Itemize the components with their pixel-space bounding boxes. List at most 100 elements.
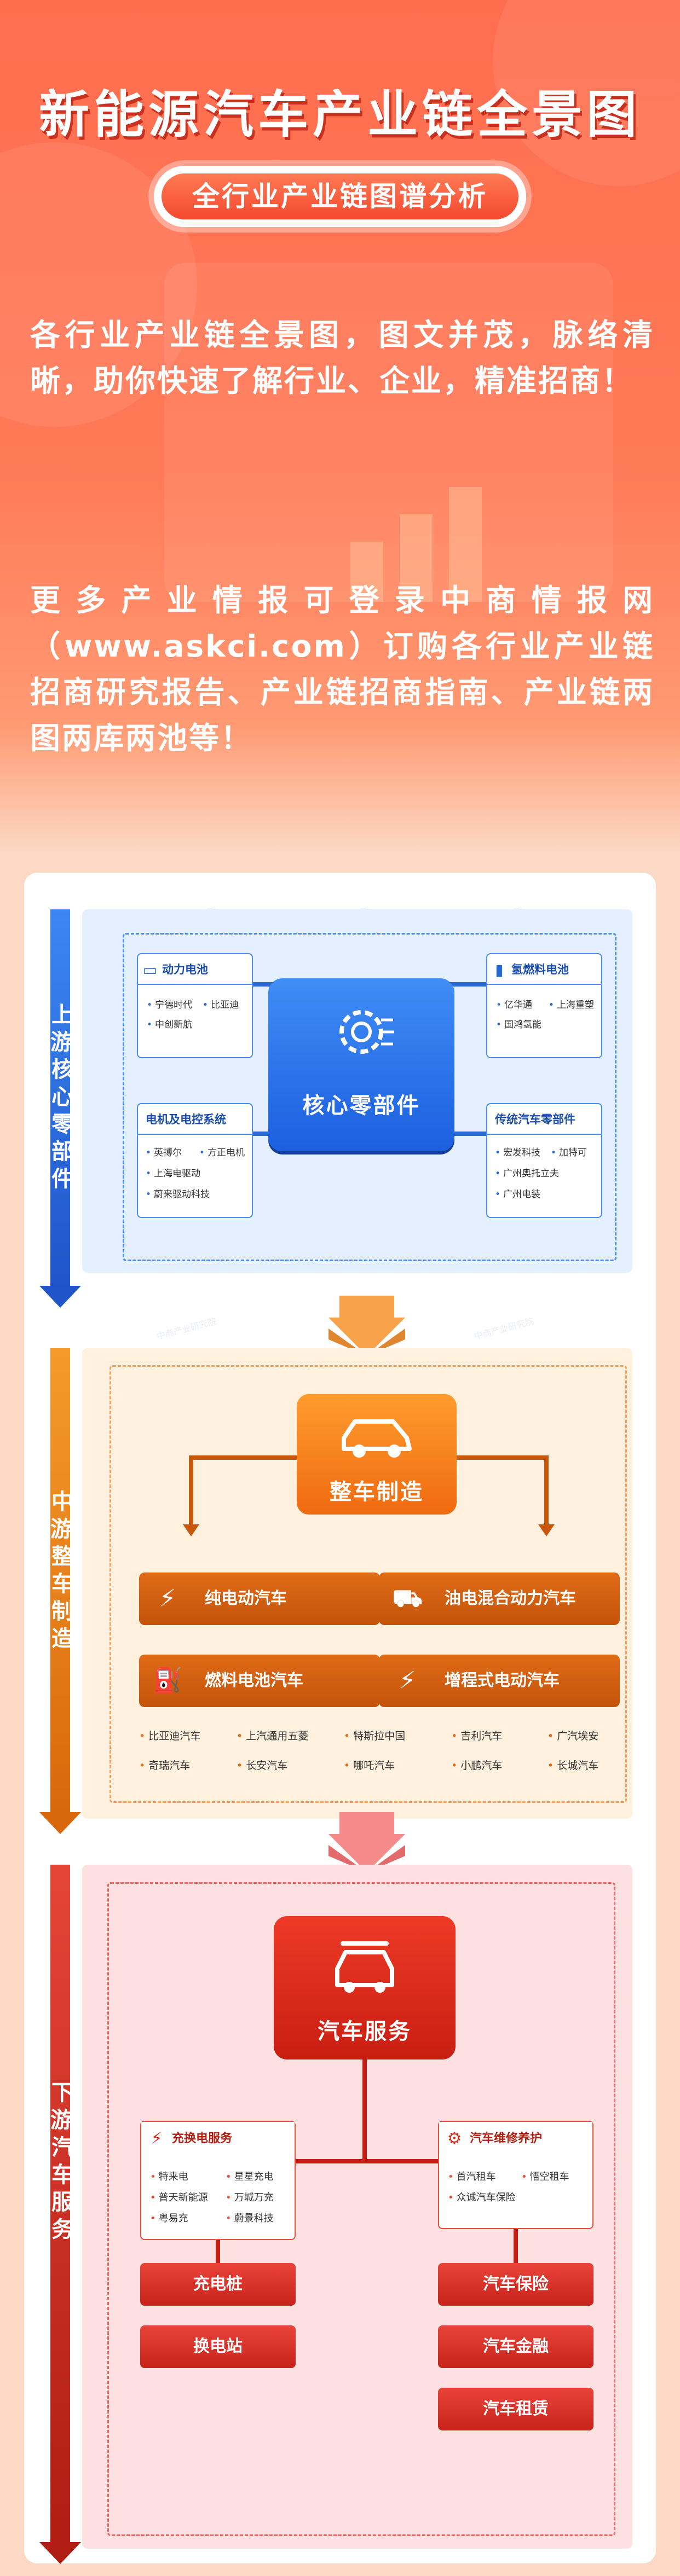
company-item: 小鹏汽车 — [451, 1757, 502, 1772]
fuel-cell-title: 氢燃料电池 — [511, 963, 569, 976]
auto-insurance-button: 汽车保险 — [438, 2263, 593, 2306]
fuel-cell-box: ▮ 氢燃料电池 亿华通 上海重塑 国鸿氢能 — [486, 953, 602, 1058]
fuel-cell-category: ⛽燃料电池汽车 — [139, 1655, 380, 1707]
company-item: 普天新能源 — [150, 2190, 208, 2204]
upstream-arrow-bar — [39, 909, 81, 1308]
subtitle: 全行业产业链图谱分析 — [162, 173, 518, 219]
motor-control-title: 电机及电控系统 — [146, 1113, 226, 1126]
maintenance-box: ⚙汽车维修养护 首汽租车 悟空租车 众诚汽车保险 — [438, 2121, 593, 2229]
connector — [456, 1455, 549, 1460]
watermark: 中商产业研究院 — [472, 1315, 535, 1342]
charging-pile-button: 充电桩 — [140, 2263, 296, 2306]
company-item: 长安汽车 — [237, 1757, 287, 1772]
company-item: 众诚汽车保险 — [448, 2190, 516, 2204]
arrow-head — [538, 1524, 555, 1536]
down-chevron-icon — [329, 1812, 405, 1872]
battery-swap-button: 换电站 — [140, 2325, 296, 2368]
company-item: 宏发科技 — [495, 1145, 540, 1158]
company-item: 蔚景科技 — [226, 2211, 274, 2225]
auto-finance-button: 汽车金融 — [438, 2325, 593, 2368]
company-item: 特斯拉中国 — [344, 1728, 405, 1743]
decor-bar-chart — [350, 471, 548, 602]
company-item: 蔚来驱动科技 — [146, 1186, 210, 1200]
company-item: 奇瑞汽车 — [139, 1757, 190, 1772]
company-item: 方正电机 — [199, 1145, 245, 1158]
company-item: 广汽埃安 — [548, 1728, 598, 1743]
page-title: 新能源汽车产业链全景图 — [38, 85, 641, 144]
company-item: 星星充电 — [226, 2169, 274, 2183]
upstream-dashed-frame — [123, 933, 616, 1261]
down-chevron-icon — [329, 1296, 405, 1356]
car-front-icon: ⛟ — [392, 1585, 423, 1612]
circuit-gear-icon — [339, 1010, 394, 1054]
auto-service-label: 汽车服务 — [318, 2019, 412, 2044]
connector — [443, 1132, 498, 1136]
connector — [189, 1455, 193, 1527]
power-battery-box: ▭ 动力电池 宁德时代 比亚迪 中创新航 — [137, 953, 253, 1058]
hydrogen-battery-icon: ▮ — [495, 961, 504, 979]
company-item: 比亚迪汽车 — [139, 1728, 200, 1743]
plug-car-icon: ⚡ — [399, 1667, 416, 1695]
company-item: 广州奥托立夫 — [495, 1165, 559, 1179]
company-item: 上汽通用五菱 — [237, 1728, 308, 1743]
charging-service-box: ⚡充换电服务 特来电 星星充电 普天新能源 万城万充 粤易充 蔚景科技 — [140, 2121, 296, 2240]
intro-text-1: 各行业产业链全景图，图文并茂，脉络清晰，助你快速了解行业、企业，精准招商！ — [30, 317, 654, 398]
vehicle-manufacturing-node: 整车制造 — [297, 1394, 457, 1515]
connector — [427, 982, 498, 987]
company-item: 国鸿氢能 — [496, 1017, 541, 1030]
company-item: 上海电驱动 — [146, 1165, 200, 1179]
connector — [227, 982, 303, 987]
header-banner: 新能源汽车产业链全景图 全行业产业链图谱分析 各行业产业链全景图，图文并茂，脉络… — [0, 0, 680, 854]
company-item: 粤易充 — [150, 2211, 188, 2225]
motor-control-box: 电机及电控系统 英搏尔 方正电机 上海电驱动 蔚来驱动科技 — [137, 1103, 253, 1218]
watermark: 中商产业研究院 — [155, 1315, 217, 1342]
company-item: 长城汽车 — [548, 1757, 598, 1772]
intro-text-2: 更多产业情报可登录中商情报网（www.askci.com）订购各行业产业链招商研… — [30, 583, 654, 756]
charging-car-icon: ⚡ — [159, 1585, 176, 1612]
company-item: 加特可 — [551, 1145, 587, 1158]
car-icon — [342, 1419, 412, 1458]
hybrid-category: ⛟油电混合动力汽车 — [379, 1573, 620, 1625]
company-item: 比亚迪 — [203, 997, 239, 1011]
bev-category: ⚡纯电动汽车 — [139, 1573, 380, 1625]
connector — [216, 2240, 220, 2267]
core-components-label: 核心零部件 — [302, 1093, 420, 1118]
charger-icon: ⚡ — [151, 2129, 163, 2148]
company-item: 万城万充 — [226, 2190, 274, 2204]
upstream-label: 上游：核心零部件 — [50, 1002, 94, 1192]
midstream-label: 中游：整车制造 — [50, 1489, 94, 1651]
car-wrench-icon — [335, 1941, 394, 1993]
downstream-label: 下游：汽车服务 — [50, 2080, 94, 2242]
company-item: 特来电 — [150, 2169, 188, 2183]
traditional-parts-title: 传统汽车零部件 — [495, 1113, 575, 1126]
downstream-arrow-bar — [39, 1865, 81, 2564]
company-item: 悟空租车 — [521, 2169, 569, 2183]
connector — [189, 1455, 298, 1460]
company-item: 中创新航 — [147, 1017, 192, 1030]
arrow-head — [183, 1524, 199, 1536]
wrench-icon: ⚙ — [447, 2129, 462, 2148]
connector — [263, 2159, 443, 2163]
traditional-parts-box: 传统汽车零部件 宏发科技 加特可 广州奥托立夫 广州电装 — [486, 1103, 602, 1218]
decor-circle — [164, 263, 613, 602]
company-item: 亿华通 — [496, 997, 532, 1011]
battery-icon: ▭ — [142, 961, 158, 979]
company-item: 吉利汽车 — [451, 1728, 502, 1743]
hydrogen-truck-icon: ⛽ — [152, 1667, 183, 1695]
company-item: 上海重塑 — [549, 997, 594, 1011]
company-item: 宁德时代 — [147, 997, 192, 1011]
erev-category: ⚡增程式电动汽车 — [379, 1655, 620, 1707]
company-item: 哪吒汽车 — [344, 1757, 395, 1772]
connector — [514, 2229, 518, 2267]
midstream-dashed-frame — [110, 1365, 627, 1803]
auto-service-node: 汽车服务 — [274, 1916, 456, 2059]
company-item: 英搏尔 — [146, 1145, 182, 1158]
power-battery-title: 动力电池 — [162, 963, 208, 976]
connector — [544, 1455, 549, 1527]
downstream-dashed-frame — [107, 1882, 615, 2536]
vehicle-manufacturing-label: 整车制造 — [330, 1480, 424, 1505]
subtitle-pill: 全行业产业链图谱分析 — [154, 166, 526, 227]
company-item: 首汽租车 — [448, 2169, 496, 2183]
company-item: 广州电装 — [495, 1186, 540, 1200]
car-rental-button: 汽车租赁 — [438, 2388, 593, 2430]
